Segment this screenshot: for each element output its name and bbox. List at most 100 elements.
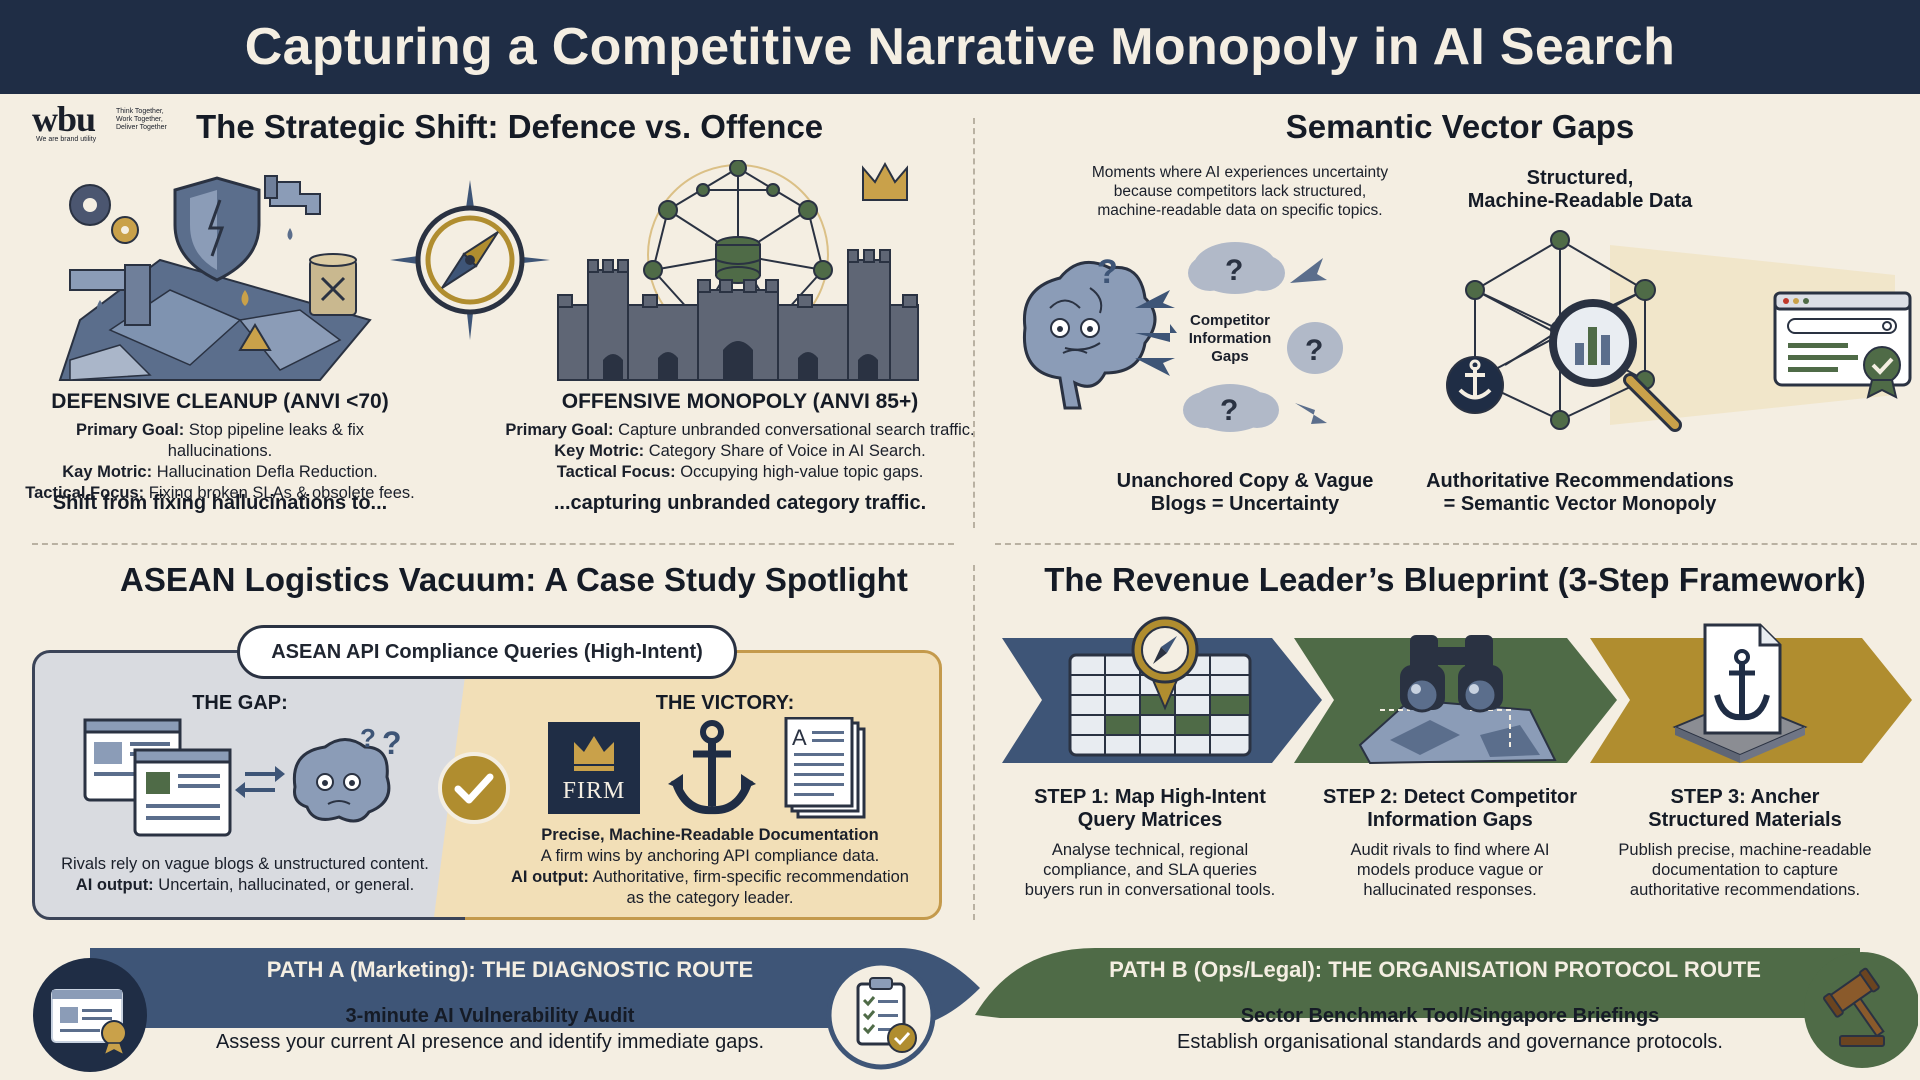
defensive-illustration	[40, 170, 400, 385]
path-b-title: PATH B (Ops/Legal): THE ORGANISATION PRO…	[1109, 957, 1761, 982]
check-icon	[436, 750, 512, 826]
victory-subtitle: Precise, Machine-Readable Documentation	[541, 826, 879, 844]
text-line: machine-readable data on specific topics…	[1097, 202, 1383, 219]
defensive-transition: Shift from fixing hallucinations to...	[52, 492, 388, 514]
logo: wbu Think Together, Work Together, Deliv…	[32, 98, 182, 148]
paths-background	[0, 940, 1920, 1080]
blueprint-heading: The Revenue Leader’s Blueprint (3-Step F…	[1044, 561, 1866, 598]
gap-illustration: ? ?	[80, 712, 410, 842]
step-1-title: STEP 1: Map High-Intent Query Matrices	[1010, 786, 1290, 832]
text-line: Unanchored Copy & Vague	[1116, 470, 1374, 492]
divider	[973, 565, 975, 920]
monopoly-caption: Authoritative Recommendations = Semantic…	[1410, 470, 1750, 516]
structured-network-illustration	[1430, 225, 1915, 455]
logo-subtext: We are brand utility	[36, 136, 97, 143]
victory-description: Precise, Machine-Readable Documentation …	[480, 825, 940, 909]
label: Primary Goal:	[76, 421, 185, 439]
castle-network-illustration	[548, 160, 928, 385]
text-line: Information Gaps	[1367, 809, 1533, 831]
text-line: authoritative recommendations.	[1629, 881, 1861, 899]
text-line: Audit rivals to find where AI	[1350, 841, 1550, 859]
text-line: STEP 3: Ancher	[1670, 786, 1820, 808]
title-banner: Capturing a Competitive Narrative Monopo…	[0, 0, 1920, 94]
gavel-icon	[1800, 950, 1918, 1075]
svg-text:?: ?	[1305, 334, 1323, 367]
text-line: = Semantic Vector Monopoly	[1443, 493, 1717, 515]
binoculars-icon	[1350, 625, 1560, 765]
clipboard-icon	[826, 960, 936, 1070]
defensive-details: Primary Goal: Stop pipeline leaks & fix …	[22, 420, 418, 504]
label: AI output:	[75, 876, 154, 894]
text-line: Rivals rely on vague blogs & unstructure…	[61, 855, 429, 873]
asean-heading: ASEAN Logistics Vacuum: A Case Study Spo…	[120, 561, 908, 598]
text-line: because competitors lack structured,	[1113, 183, 1367, 200]
value: Occupying high-value topic gaps.	[680, 463, 924, 481]
label: Primary Goal:	[505, 421, 614, 439]
text-line: compliance, and SLA queries	[1043, 861, 1257, 879]
value: Uncertain, hallucinated, or general.	[158, 876, 415, 894]
text-line: Publish precise, machine-readable	[1618, 841, 1872, 859]
text-line: buyers run in conversational tools.	[1024, 881, 1276, 899]
certificate-icon	[30, 955, 150, 1075]
path-a-offer: 3-minute AI Vulnerability Audit	[345, 1005, 635, 1027]
value: Fixing broken SLAs & obsolete fees.	[148, 484, 415, 502]
anchor-icon	[665, 718, 760, 818]
offensive-title: OFFENSIVE MONOPOLY (ANVI 85+)	[561, 390, 919, 413]
text-line: hallucinated responses.	[1363, 881, 1537, 899]
svg-text:?: ?	[1225, 254, 1243, 287]
text-line: STEP 1: Map High-Intent	[1034, 786, 1266, 808]
value: Stop pipeline leaks & fix hallucinations…	[167, 421, 364, 460]
label: AI output:	[511, 868, 589, 886]
logo-tagline: Think Together,	[116, 108, 164, 115]
path-b-description: Establish organisational standards and g…	[1177, 1031, 1723, 1053]
text-line: Authoritative Recommendations	[1426, 470, 1734, 492]
text-line: Machine-Readable Data	[1467, 190, 1693, 212]
path-a-title: PATH A (Marketing): THE DIAGNOSTIC ROUTE	[266, 957, 754, 982]
path-a-details: 3-minute AI Vulnerability Audit Assess y…	[150, 1003, 830, 1055]
text-line: Query Matrices	[1077, 809, 1223, 831]
value: Capture unbranded conversational search …	[618, 421, 975, 439]
document-stack-icon: A	[782, 717, 872, 822]
text-line: Structured,	[1526, 167, 1634, 189]
firm-label: FIRM	[562, 778, 626, 804]
offensive-transition: ...capturing unbranded category traffic.	[553, 492, 927, 514]
text-line: Structured Materials	[1648, 809, 1842, 831]
divider	[32, 543, 954, 545]
text-line: Gaps	[1211, 348, 1249, 365]
victory-title: THE VICTORY:	[655, 692, 795, 714]
step-2-description: Audit rivals to find where AI models pro…	[1305, 840, 1595, 900]
text-line: Information	[1188, 330, 1272, 347]
text-line: Blogs = Uncertainty	[1150, 493, 1340, 515]
text-line: STEP 2: Detect Competitor	[1322, 786, 1578, 808]
label: Key Motric:	[554, 442, 645, 460]
asean-queries-pill: ASEAN API Compliance Queries (High-Inten…	[237, 625, 737, 679]
firm-badge: FIRM	[548, 722, 640, 814]
step-1-description: Analyse technical, regional compliance, …	[1005, 840, 1295, 900]
defensive-title: DEFENSIVE CLEANUP (ANVI <70)	[51, 390, 389, 413]
svg-text:?: ?	[1220, 394, 1238, 427]
structured-label: Structured, Machine-Readable Data	[1430, 167, 1730, 213]
label: Tactical Focus:	[25, 484, 145, 502]
anchored-document-icon	[1665, 615, 1815, 765]
path-b-offer: Sector Benchmark Tool/Singapore Briefing…	[1240, 1005, 1660, 1027]
strategic-shift-heading: The Strategic Shift: Defence vs. Offence	[196, 108, 824, 145]
value: Hallucination Defla Reduction.	[156, 463, 378, 481]
divider	[973, 118, 975, 528]
logo-tagline: Work Together,	[116, 116, 163, 123]
uncertain-brain-illustration: ? ? ? ?	[1005, 228, 1355, 448]
semantic-heading: Semantic Vector Gaps	[1285, 108, 1635, 145]
page-title: Capturing a Competitive Narrative Monopo…	[244, 18, 1676, 76]
divider	[995, 543, 1917, 545]
gap-description: Rivals rely on vague blogs & unstructure…	[40, 854, 450, 896]
text-line: Analyse technical, regional	[1051, 841, 1249, 859]
path-b-details: Sector Benchmark Tool/Singapore Briefing…	[1100, 1003, 1800, 1055]
semantic-moments: Moments where AI experiences uncertainty…	[1060, 163, 1420, 220]
text-line: A firm wins by anchoring API compliance …	[540, 847, 880, 865]
text-line: as the category leader.	[626, 889, 794, 907]
grid-compass-icon	[1065, 610, 1255, 760]
gap-title: THE GAP:	[192, 692, 288, 714]
value: Authoritative, firm-specific recommendat…	[592, 868, 909, 886]
label: Tactical Focus:	[556, 463, 676, 481]
text-line: Competitor	[1190, 312, 1270, 329]
step-3-description: Publish precise, machine-readable docume…	[1590, 840, 1900, 900]
